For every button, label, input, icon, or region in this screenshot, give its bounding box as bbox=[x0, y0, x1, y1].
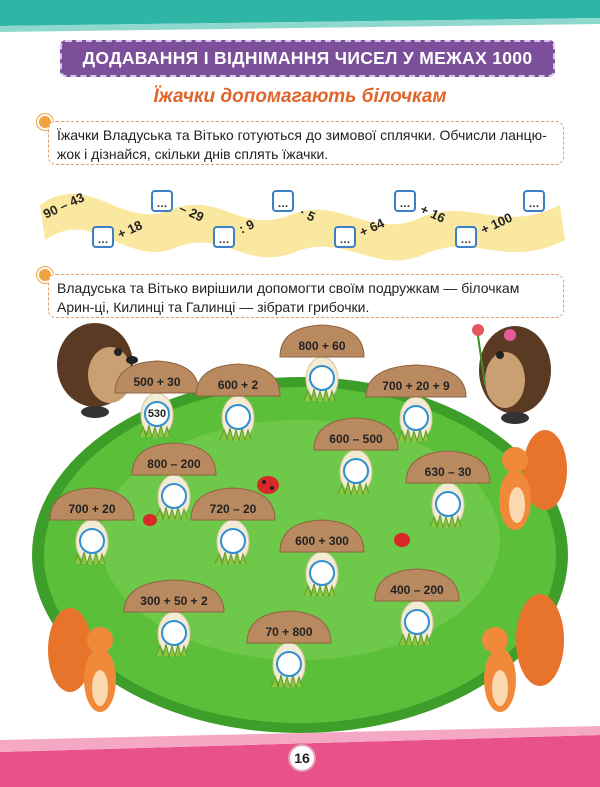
mushroom-cap bbox=[131, 442, 217, 476]
grass-tuft bbox=[398, 632, 431, 647]
mushroom-expression: 600 + 300 bbox=[295, 534, 349, 548]
page-title: ДОДАВАННЯ І ВІДНІМАННЯ ЧИСЕЛ У МЕЖАХ 100… bbox=[60, 40, 555, 77]
grass-tuft bbox=[155, 506, 188, 521]
squirrel-right-top bbox=[499, 430, 567, 530]
chain-answer-box-8[interactable]: … bbox=[523, 190, 545, 212]
squirrel-left-bottom bbox=[48, 608, 116, 712]
mushroom-expression: 700 + 20 + 9 bbox=[382, 379, 450, 393]
mushroom-expression: 800 + 60 bbox=[298, 339, 346, 353]
ladybug-2 bbox=[143, 514, 157, 526]
top-stripe-light bbox=[0, 18, 600, 32]
ladybug-3 bbox=[394, 533, 410, 547]
chain-answer-box-6[interactable]: … bbox=[394, 190, 416, 212]
mushroom-answer-circle[interactable] bbox=[309, 365, 335, 391]
mushroom-answer-circle[interactable] bbox=[161, 483, 187, 509]
mushroom-expression: 70 + 800 bbox=[265, 625, 313, 639]
mushroom-cap bbox=[49, 487, 135, 521]
mushroom-answer-circle[interactable] bbox=[276, 651, 302, 677]
grass-tuft bbox=[303, 388, 336, 403]
chain-answer-box-7[interactable]: … bbox=[455, 226, 477, 248]
grass-tuft bbox=[138, 424, 171, 439]
mushroom-answer-circle[interactable]: 530 bbox=[144, 401, 170, 427]
mushroom-answer-circle[interactable] bbox=[403, 405, 429, 431]
mushroom-expression: 300 + 50 + 2 bbox=[140, 594, 208, 608]
grass-tuft bbox=[155, 643, 188, 658]
mushroom-expression: 800 – 200 bbox=[147, 457, 201, 471]
chain-answer-box-4[interactable]: … bbox=[272, 190, 294, 212]
mushroom-answer-circle[interactable] bbox=[225, 404, 251, 430]
mushroom-cap bbox=[279, 324, 365, 358]
task2-text: Владуська та Вітько вирішили допомогти с… bbox=[48, 274, 564, 318]
task1-text: Їжачки Владуська та Вітько готуються до … bbox=[48, 121, 564, 165]
mushroom-answer-circle[interactable] bbox=[343, 458, 369, 484]
mushroom-answer-circle[interactable] bbox=[79, 528, 105, 554]
chain-answer-box-2[interactable]: … bbox=[151, 190, 173, 212]
mushroom-expression: 630 – 30 bbox=[424, 465, 472, 479]
mushroom-cap bbox=[279, 519, 365, 553]
chain-answer-box-3[interactable]: … bbox=[213, 226, 235, 248]
mushroom-expression: 600 – 500 bbox=[329, 432, 383, 446]
chain-answer-box-1[interactable]: … bbox=[92, 226, 114, 248]
mushroom-answer-circle[interactable] bbox=[435, 491, 461, 517]
mushroom-cap bbox=[123, 579, 225, 613]
mushroom-expression: 600 + 2 bbox=[217, 378, 259, 392]
hedgehog-right bbox=[472, 324, 551, 424]
mushroom-cap bbox=[365, 364, 467, 398]
grass-tuft bbox=[219, 427, 252, 442]
ladybug-1 bbox=[257, 476, 279, 494]
mushroom-cap bbox=[374, 568, 460, 602]
mushroom-answer-circle[interactable] bbox=[161, 620, 187, 646]
grass-tuft bbox=[270, 674, 303, 689]
mushroom-expression: 400 – 200 bbox=[390, 583, 444, 597]
top-stripe bbox=[0, 0, 600, 26]
grass-tuft bbox=[429, 514, 462, 529]
mushroom-answer-circle[interactable] bbox=[309, 560, 335, 586]
mushroom-expression: 500 + 30 bbox=[133, 375, 181, 389]
grass-tuft bbox=[397, 428, 430, 443]
mushroom-cap bbox=[195, 363, 281, 397]
mushroom-cap bbox=[313, 417, 399, 451]
grass-tuft bbox=[214, 551, 247, 566]
grass-tuft bbox=[337, 481, 370, 496]
grass-tuft bbox=[73, 551, 106, 566]
mushroom-cap bbox=[114, 360, 200, 394]
mushroom-cap bbox=[405, 450, 491, 484]
page-number: 16 bbox=[288, 744, 316, 772]
mushroom-answer-circle[interactable] bbox=[404, 609, 430, 635]
mushroom-cap bbox=[190, 487, 276, 521]
grass-tuft bbox=[303, 583, 336, 598]
mushroom-expression: 700 + 20 bbox=[68, 502, 116, 516]
mushroom-expression: 720 – 20 bbox=[209, 502, 257, 516]
chain-answer-box-5[interactable]: … bbox=[334, 226, 356, 248]
section-subtitle: Їжачки допомагають білочкам bbox=[153, 86, 447, 107]
squirrel-right-bottom bbox=[482, 594, 564, 712]
bottom-stripe-light bbox=[0, 726, 600, 752]
mushroom-cap bbox=[246, 610, 332, 644]
mushroom-answer-circle[interactable] bbox=[220, 528, 246, 554]
